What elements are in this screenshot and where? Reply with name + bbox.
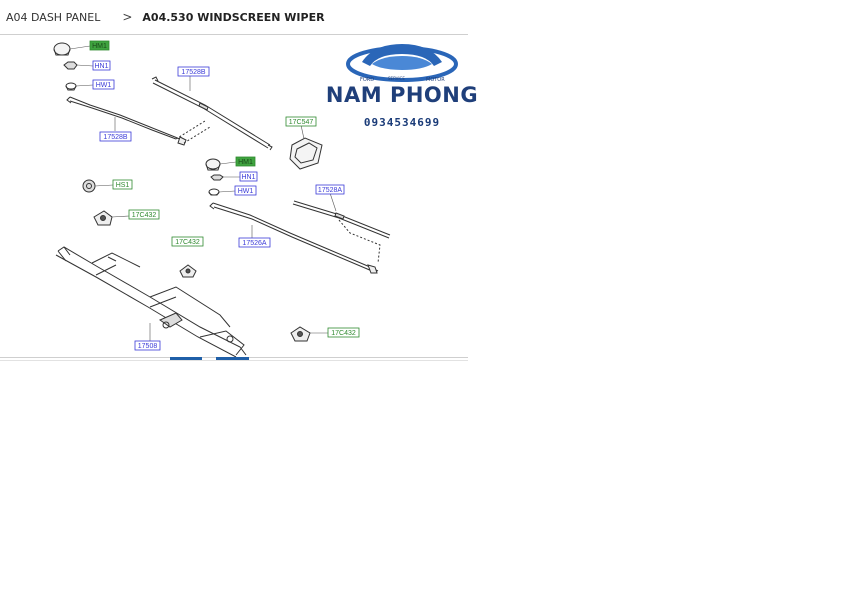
callout-17c432-2[interactable]: 17C432 <box>171 236 204 247</box>
callout-hw1[interactable]: HW1 <box>92 79 115 90</box>
svg-text:SERVICE: SERVICE <box>388 76 405 81</box>
chevron-right-icon: > <box>122 10 133 24</box>
callout-hm1[interactable]: HM1 <box>89 40 110 51</box>
svg-text:17528A: 17528A <box>318 187 342 194</box>
lower-wiper-blade <box>292 200 391 264</box>
svg-text:HW1: HW1 <box>238 188 254 195</box>
svg-text:17C432: 17C432 <box>331 330 356 337</box>
callout-hm1-2[interactable]: HM1 <box>235 156 256 167</box>
svg-text:17508: 17508 <box>138 343 158 350</box>
leader-lines <box>69 45 337 343</box>
callout-17c432-1[interactable]: 17C432 <box>128 209 160 220</box>
cap-part <box>53 42 71 56</box>
cap-part-2 <box>205 158 221 171</box>
mount-part-3 <box>290 326 311 342</box>
svg-text:17526A: 17526A <box>242 240 266 247</box>
wiper-linkage <box>55 246 247 357</box>
nam-phong-logo: FORD SERVICE MOTOR NAM PHONG 0934534699 <box>322 40 482 132</box>
upper-wiper-arm <box>66 96 211 146</box>
svg-text:HS1: HS1 <box>116 182 130 189</box>
washer-part <box>65 82 77 91</box>
callout-hw1-2[interactable]: HW1 <box>234 185 257 196</box>
svg-text:17C547: 17C547 <box>289 119 314 126</box>
phone-number: 0934534699 <box>363 116 441 129</box>
svg-text:17528B: 17528B <box>103 134 127 141</box>
mount-part-1 <box>93 210 113 226</box>
svg-text:HW1: HW1 <box>96 82 112 89</box>
parts-diagram: HM1 HN1 HW1 17528B 17528B 17C547 HM1 HN1… <box>53 40 391 357</box>
callout-17528b-arm[interactable]: 17528B <box>99 131 132 142</box>
callout-17528b-blade[interactable]: 17528B <box>177 66 210 77</box>
callout-17c547[interactable]: 17C547 <box>285 116 317 127</box>
callout-hs1[interactable]: HS1 <box>112 179 133 190</box>
callout-17c432-3[interactable]: 17C432 <box>327 327 360 338</box>
svg-text:HM1: HM1 <box>92 43 107 50</box>
mount-part-2 <box>179 264 197 278</box>
washer-part-2 <box>208 188 220 196</box>
breadcrumb-current: A04.530 WINDSCREEN WIPER <box>142 10 325 24</box>
callout-hn1-2[interactable]: HN1 <box>239 171 258 182</box>
svg-text:17C432: 17C432 <box>132 212 157 219</box>
callout-17508[interactable]: 17508 <box>134 340 161 351</box>
washer-jet-part <box>289 137 323 170</box>
svg-text:17528B: 17528B <box>181 69 205 76</box>
breadcrumb-parent-link[interactable]: A04 DASH PANEL <box>6 10 101 24</box>
breadcrumb: A04 DASH PANEL > A04.530 WINDSCREEN WIPE… <box>0 0 468 35</box>
scroll-indicator[interactable] <box>170 357 202 360</box>
upper-wiper-blade <box>151 76 273 151</box>
divider <box>0 360 468 361</box>
svg-text:FORD: FORD <box>360 77 374 83</box>
svg-text:MOTOR: MOTOR <box>426 77 445 83</box>
scroll-indicator[interactable] <box>216 357 249 360</box>
callout-17526a[interactable]: 17526A <box>238 237 271 248</box>
svg-text:HN1: HN1 <box>94 63 108 70</box>
grommet-part <box>82 179 96 193</box>
lower-wiper-arm <box>209 202 379 274</box>
car-emblem-icon: FORD SERVICE MOTOR <box>346 44 458 83</box>
nut-part-2 <box>210 174 224 181</box>
callout-17528a[interactable]: 17528A <box>315 184 345 195</box>
callout-hn1[interactable]: HN1 <box>92 60 111 71</box>
svg-text:HM1: HM1 <box>238 159 253 166</box>
svg-text:17C432: 17C432 <box>175 239 200 246</box>
svg-text:HN1: HN1 <box>241 174 255 181</box>
nut-part <box>63 61 78 70</box>
brand-name: NAM PHONG <box>325 83 479 107</box>
